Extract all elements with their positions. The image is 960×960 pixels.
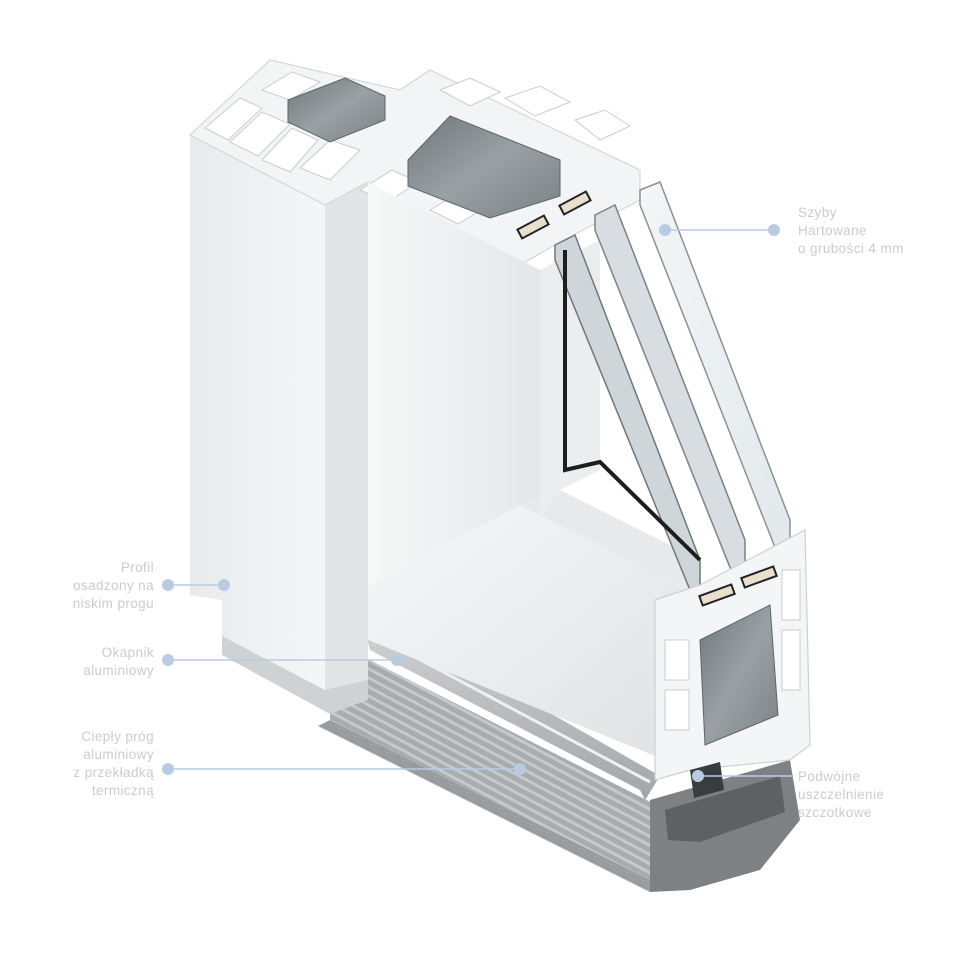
callout-label-drip-line-1: Okapnik (101, 645, 154, 660)
callout-label-seal-line-3: szczotkowe (798, 805, 872, 820)
callout-dot-drip-end (391, 654, 403, 666)
sash-steel-reinforcement (407, 115, 561, 219)
callout-label-profile-line-2: osadzony na (73, 578, 154, 593)
callout-dot-profile-end (218, 579, 230, 591)
callout-label-drip: Okapnik aluminiowy (83, 644, 154, 680)
callout-label-seal: Podwójne uszczelnienie szczotkowe (798, 768, 884, 822)
callout-label-glass: Szyby Hartowane o grubości 4 mm (798, 204, 904, 258)
frame-steel-reinforcement (287, 77, 386, 143)
callout-dot-threshold-end (514, 763, 526, 775)
callout-label-glass-line-3: o grubości 4 mm (798, 241, 904, 256)
callout-label-threshold: Ciepły próg aluminiowy z przekładką term… (73, 728, 154, 800)
bottom-profile-section (654, 529, 811, 798)
callout-dot-glass-end (768, 224, 780, 236)
bottom-steel-reinforcement (699, 604, 779, 746)
callouts (162, 224, 792, 782)
sash-bottom-rail (368, 505, 690, 770)
callout-dot-threshold-start (162, 763, 174, 775)
bottom-chambers (664, 569, 801, 731)
callout-label-seal-line-1: Podwójne (798, 769, 861, 784)
sash-inner-shadow (520, 490, 700, 590)
seal-top-2 (558, 190, 592, 216)
frame-post-group (190, 135, 368, 714)
callout-dot-seal-start (692, 770, 704, 782)
callout-label-profile-line-1: Profil (120, 560, 154, 575)
threshold-group (318, 660, 800, 892)
callout-label-threshold-line-4: termiczną (91, 783, 154, 798)
callout-dot-glass-start (659, 224, 671, 236)
glazing-group (540, 181, 791, 591)
seal-bottom-1 (698, 583, 736, 607)
sash-group (368, 182, 700, 770)
threshold-front-edge (318, 720, 650, 892)
threshold-end-detail (665, 776, 785, 842)
sash-front-face (368, 182, 540, 585)
callout-label-threshold-line-3: z przekładką (73, 765, 154, 780)
seal-bottom-2 (740, 565, 778, 589)
seal-top-1 (516, 214, 550, 240)
callout-dot-profile-start (162, 579, 174, 591)
callout-label-threshold-line-1: Ciepły próg (81, 729, 154, 744)
callout-dot-drip-start (162, 654, 174, 666)
callout-label-profile: Profil osadzony na niskim progu (73, 559, 154, 613)
glazing-seal-strip (563, 250, 702, 562)
callout-label-profile-line-3: niskim progu (72, 596, 154, 611)
frame-post-base (222, 636, 368, 714)
callout-label-seal-line-2: uszczelnienie (798, 787, 885, 802)
callout-label-glass-line-2: Hartowane (798, 223, 867, 238)
callout-label-glass-line-1: Szyby (798, 205, 837, 220)
callout-label-drip-line-2: aluminiowy (83, 663, 154, 678)
callout-label-threshold-line-2: aluminiowy (83, 747, 154, 762)
frame-post-side (325, 182, 368, 690)
threshold-top-surface (330, 660, 690, 880)
frame-post-front (190, 135, 325, 690)
